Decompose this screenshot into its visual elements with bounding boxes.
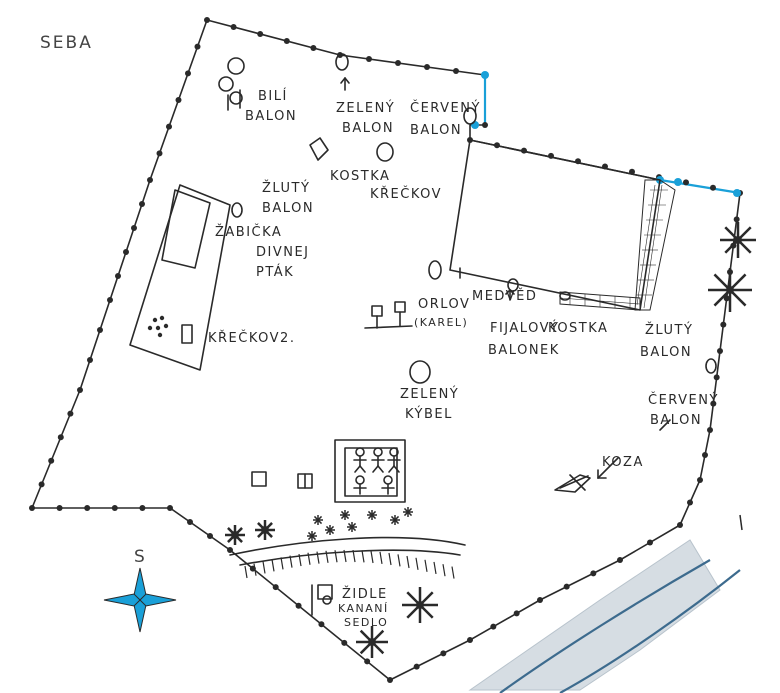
large-building bbox=[449, 139, 676, 311]
label-bily-balon-1: BILÍ bbox=[258, 88, 288, 104]
label-bily-balon-2: BALON bbox=[245, 109, 297, 124]
left-building bbox=[129, 184, 231, 371]
compass-label: S bbox=[134, 547, 147, 567]
signposts bbox=[364, 301, 413, 329]
label-kreckov2: KŘEČKOV2. bbox=[208, 330, 295, 346]
label-divnej-ptak-1: DIVNEJ bbox=[256, 245, 310, 260]
label-zluty-balon-right-1: ŽLUTÝ bbox=[645, 322, 693, 338]
label-zidle-1: ŽIDLE bbox=[342, 586, 388, 602]
label-orlov-1: ORLOV bbox=[418, 297, 470, 312]
label-zluty-balon-left-2: BALON bbox=[262, 201, 314, 216]
dots-cluster bbox=[147, 315, 169, 338]
map-labels: BILÍ BALON ZELENÝ BALON ČERVENÝ BALON KO… bbox=[208, 88, 719, 629]
label-orlov-2: (KAREL) bbox=[414, 316, 468, 329]
chair-icon bbox=[311, 584, 333, 616]
shrub-icons bbox=[225, 222, 756, 658]
compass-icon: S bbox=[103, 547, 177, 633]
label-zeleny-kybl-1: ZELENÝ bbox=[400, 386, 459, 402]
balloon-markers bbox=[181, 53, 717, 384]
label-fialovy-balonek-2: BALONEK bbox=[488, 343, 560, 358]
hatched-path bbox=[229, 536, 466, 579]
label-zidle-3: SEDLO bbox=[344, 616, 388, 629]
figures-group bbox=[353, 447, 401, 495]
label-kreckov-top: KŘEČKOV bbox=[370, 186, 442, 202]
label-zluty-balon-left-1: ŽLUTÝ bbox=[262, 180, 310, 196]
label-zeleny-balon-2: BALON bbox=[342, 121, 394, 136]
label-kostka-top: KOSTKA bbox=[330, 169, 390, 184]
label-divnej-ptak-2: PTÁK bbox=[256, 264, 294, 280]
label-fialovy-balonek-1: FIJALOVÝ bbox=[490, 320, 559, 336]
label-koza: KOZA bbox=[602, 455, 644, 470]
label-medved: MEDVĚD bbox=[472, 288, 537, 304]
arrows bbox=[340, 77, 671, 479]
label-zabicka: ŽABIČKA bbox=[215, 224, 282, 240]
label-cerveny-balon-top-1: ČERVENÝ bbox=[410, 100, 481, 116]
label-cerveny-balon-top-2: BALON bbox=[410, 123, 462, 138]
label-zeleny-balon-1: ZELENÝ bbox=[336, 100, 395, 116]
tree-icon bbox=[218, 57, 245, 111]
label-cerveny-balon-right-2: BALON bbox=[650, 413, 702, 428]
label-kostka-mid: KOSTKA bbox=[548, 321, 608, 336]
river bbox=[468, 514, 743, 693]
label-zeleny-kybl-2: KÝBEL bbox=[405, 406, 453, 422]
map-title: SEBA bbox=[40, 33, 93, 53]
label-zidle-2: KANANÍ bbox=[338, 602, 389, 615]
label-cerveny-balon-right-1: ČERVENÝ bbox=[648, 392, 719, 408]
label-zluty-balon-right-2: BALON bbox=[640, 345, 692, 360]
small-boxes bbox=[251, 439, 406, 503]
goat-icon bbox=[554, 474, 591, 493]
